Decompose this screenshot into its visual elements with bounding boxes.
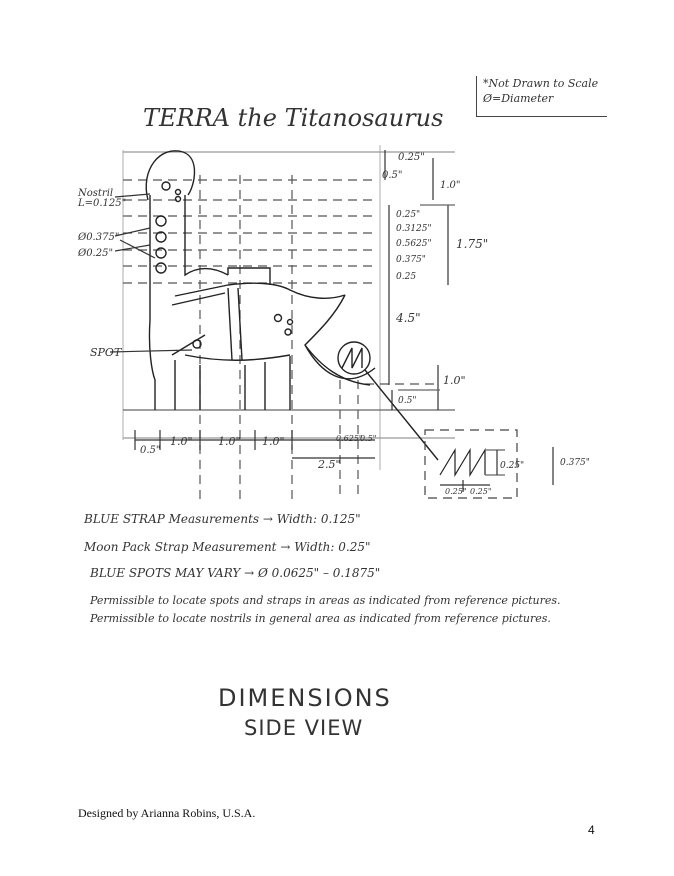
dim-right-45: 4.5" — [395, 311, 421, 325]
note-permissible-spots: Permissible to locate spots and straps i… — [90, 594, 561, 607]
note-moon-pack-strap: Moon Pack Strap Measurement → Width: 0.2… — [84, 540, 371, 554]
detail-height-0375: 0.375" — [560, 458, 590, 468]
note-permissible-nostrils: Permissible to locate nostrils in genera… — [90, 612, 551, 625]
dim-right-05-bottom: 0.5" — [398, 396, 416, 406]
side-view-heading: SIDE VIEW — [244, 716, 364, 740]
drawing-title: TERRA the Titanosaurus — [143, 104, 443, 132]
dim-right-03125: 0.3125" — [396, 224, 432, 234]
dinosaur-outline — [145, 150, 439, 461]
dim-bottom-25: 2.5" — [317, 458, 341, 471]
dim-right-025: 0.25" — [396, 210, 420, 220]
nostril-length-label: L=0.125" — [77, 198, 126, 209]
nostril-label: Nostril — [77, 188, 113, 199]
note-blue-strap: BLUE STRAP Measurements → Width: 0.125" — [84, 512, 361, 526]
dim-right-10-bottom: 1.0" — [443, 374, 466, 387]
dim-right-10-top: 1.0" — [440, 180, 461, 191]
dim-right-0375: 0.375" — [396, 255, 426, 265]
dim-bottom-05r: 0.5" — [360, 434, 376, 443]
spot-label: SPOT — [90, 346, 123, 359]
dim-bottom-10a: 1.0" — [170, 435, 193, 448]
dim-bottom-0625: 0.625" — [336, 434, 363, 443]
dim-right-025b: 0.25 — [396, 272, 416, 282]
diameter-0375-label: Ø0.375" — [77, 232, 119, 243]
dim-right-05: 0.5" — [382, 170, 403, 181]
dim-bottom-10b: 1.0" — [218, 435, 241, 448]
footer-credit: Designed by Arianna Robins, U.S.A. — [78, 806, 256, 820]
diameter-025-label: Ø0.25" — [77, 248, 113, 259]
note-blue-spots: BLUE SPOTS MAY VARY → Ø 0.0625" – 0.1875… — [90, 566, 381, 580]
legend-diameter: Ø=Diameter — [483, 92, 554, 105]
legend-box: *Not Drawn to Scale Ø=Diameter — [476, 76, 607, 117]
detail-width-025b: 0.25" — [470, 487, 492, 496]
page-number: 4 — [588, 823, 595, 837]
dimensions-heading: DIMENSIONS — [218, 684, 392, 712]
legend-not-to-scale: *Not Drawn to Scale — [483, 77, 599, 90]
dim-bottom-10c: 1.0" — [262, 435, 285, 448]
dim-right-05625: 0.5625" — [396, 239, 432, 249]
dim-right-025-top: 0.25" — [398, 152, 425, 163]
detail-width-025a: 0.25" — [445, 487, 467, 496]
dim-bottom-05: 0.5" — [140, 445, 161, 456]
detail-height-025: 0.25" — [500, 461, 524, 471]
dim-right-175: 1.75" — [456, 237, 488, 251]
